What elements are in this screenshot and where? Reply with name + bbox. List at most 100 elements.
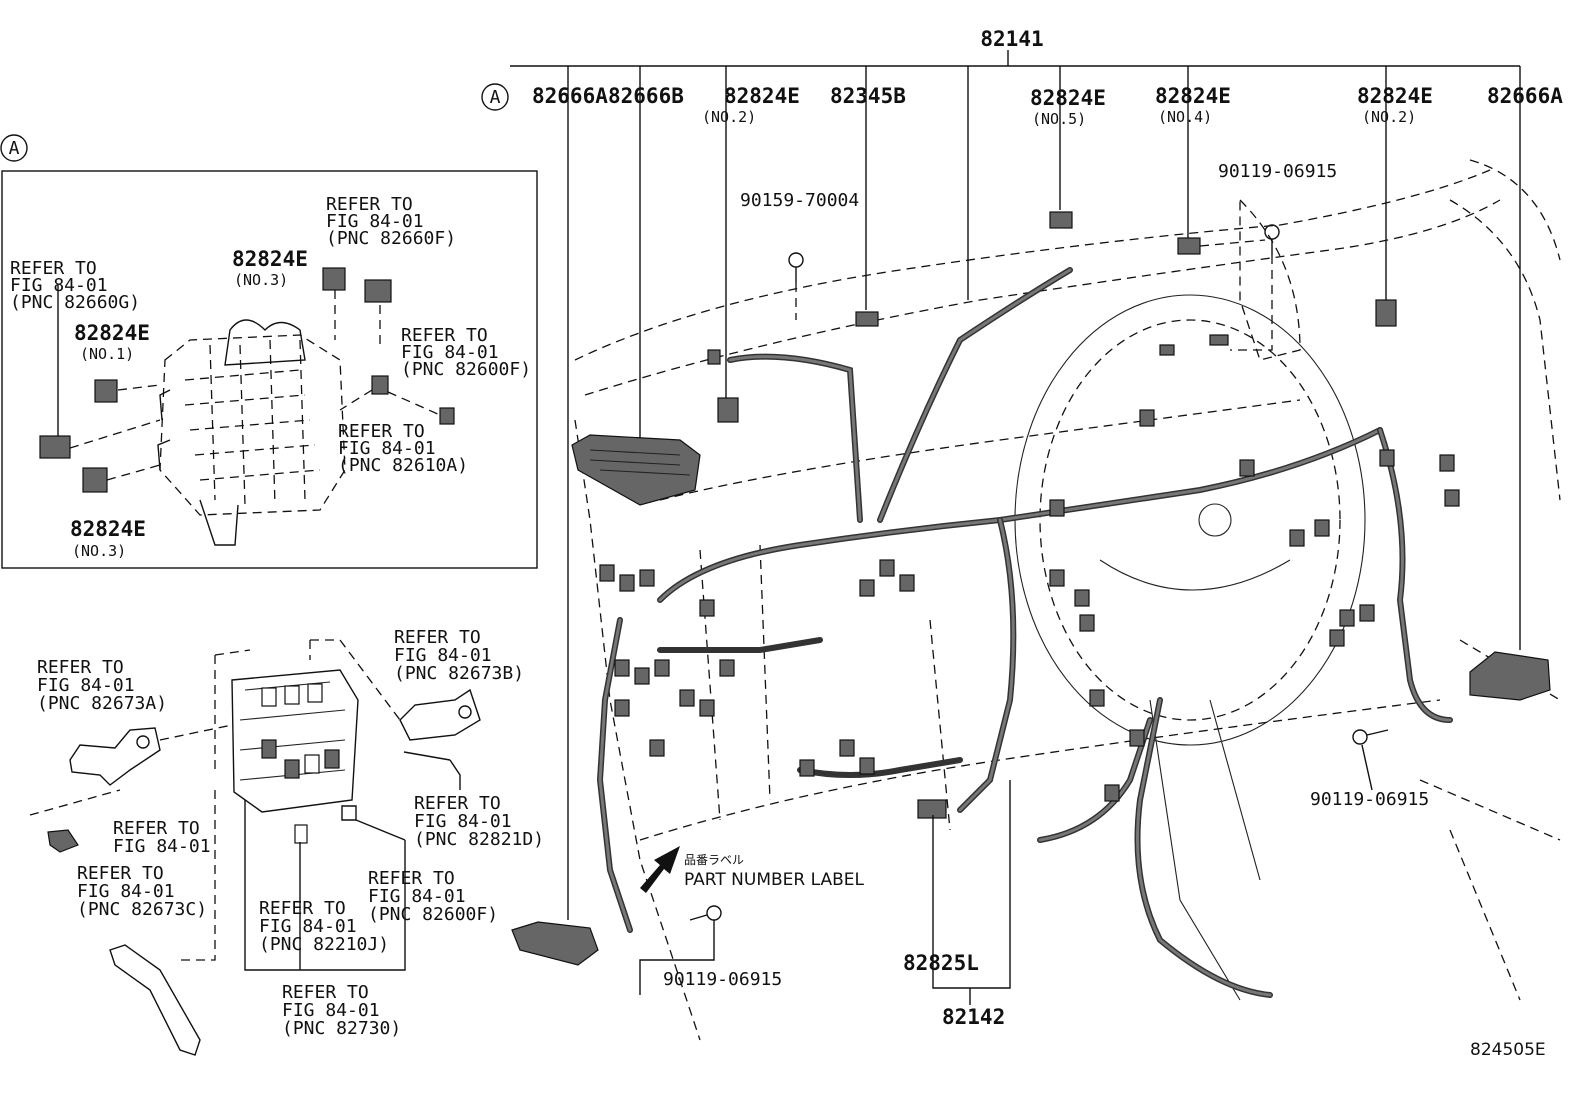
connector-82660f [364, 279, 392, 303]
svg-text:(PNC 82600F): (PNC 82600F) [401, 359, 531, 380]
svg-text:REFER TO: REFER TO [259, 898, 346, 919]
ref-82673a: REFER TO FIG 84-01 (PNC 82673A) [37, 657, 167, 714]
inset-ref-82660f: REFER TO FIG 84-01 (PNC 82660F) [326, 194, 456, 249]
relay-82824e-no3-bottom [82, 467, 108, 493]
inset-82824e-no3-bottom: 82824E [70, 517, 146, 541]
connector-small-left [47, 829, 79, 853]
relay-block-sketch [157, 319, 346, 546]
label-90119-right: 90119-06915 [1310, 789, 1429, 810]
inset-ref-82600f: REFER TO FIG 84-01 (PNC 82600F) [401, 325, 531, 380]
svg-text:REFER TO: REFER TO [368, 868, 455, 889]
svg-text:REFER TO: REFER TO [326, 194, 413, 215]
inset-leader-lines [69, 290, 441, 481]
main-circle-a-letter: A [490, 87, 501, 108]
inset-82824e-no1: 82824E [74, 321, 150, 345]
bracket-82673c [109, 944, 201, 1056]
label-jp: 品番ラベル [684, 853, 744, 867]
label-82824e-d-no: (NO.2) [1362, 108, 1416, 126]
connector-82610a [439, 407, 455, 425]
junction-leader-lines [29, 639, 401, 961]
relay-82824e-no4 [1177, 237, 1201, 255]
svg-text:(PNC 82821D): (PNC 82821D) [414, 829, 544, 850]
label-90119-top: 90119-06915 [1218, 161, 1337, 182]
inset-circle-letter: A [9, 138, 20, 159]
inset-ref-82610a: REFER TO FIG 84-01 (PNC 82610A) [338, 421, 468, 476]
part-number-label-arrow [640, 846, 680, 893]
svg-text:(PNC 82673C): (PNC 82673C) [77, 899, 207, 920]
inset-frame [1, 170, 538, 569]
svg-text:(PNC 82673B): (PNC 82673B) [394, 663, 524, 684]
inset-82824e-no3-top-no: (NO.3) [234, 271, 288, 289]
svg-text:REFER TO: REFER TO [401, 325, 488, 346]
relay-82824e-no3-top [322, 267, 346, 291]
label-82824e-a: 82824E [724, 84, 800, 108]
label-90159-70004: 90159-70004 [740, 190, 859, 211]
label-82666a-right: 82666A [1487, 84, 1563, 108]
label-82666b: 82666B [608, 84, 684, 108]
label-82142: 82142 [942, 1005, 1005, 1029]
dashboard-outline [574, 159, 1561, 1041]
junction-block [231, 669, 359, 813]
svg-text:FIG 84-01: FIG 84-01 [326, 211, 424, 232]
svg-text:(PNC 82600F): (PNC 82600F) [368, 904, 498, 925]
label-82141: 82141 [980, 27, 1043, 51]
svg-text:(PNC 82660G): (PNC 82660G) [10, 292, 140, 313]
lower-leader-lines [244, 759, 461, 971]
connector-cluster [599, 334, 1460, 802]
svg-text:FIG 84-01: FIG 84-01 [77, 881, 175, 902]
fuse-82210j [294, 824, 308, 844]
connector-82660g [39, 435, 71, 459]
ref-plain: REFER TO FIG 84-01 [113, 818, 211, 857]
svg-text:FIG 84-01: FIG 84-01 [282, 1000, 380, 1021]
bolt-90159-70004 [788, 252, 804, 320]
top-leader-bus [510, 50, 1520, 67]
bracket-82673b [399, 688, 481, 741]
ref-82600f-lower: REFER TO FIG 84-01 (PNC 82600F) [368, 868, 498, 925]
inset-82824e-no1-no: (NO.1) [80, 345, 134, 363]
connector-82825l [917, 799, 947, 819]
svg-text:FIG 84-01: FIG 84-01 [338, 438, 436, 459]
bolt-90119-06915-right [1352, 729, 1389, 791]
svg-text:FIG 84-01: FIG 84-01 [414, 811, 512, 832]
label-82824e-a-no: (NO.2) [702, 108, 756, 126]
label-82824e-b: 82824E [1030, 86, 1106, 110]
label-82666a-left: 82666A [532, 84, 608, 108]
junction-82666a-right [1469, 651, 1551, 701]
relay-82824e-no5 [1049, 211, 1073, 229]
svg-text:FIG 84-01: FIG 84-01 [368, 886, 466, 907]
fuse-82600f [341, 805, 357, 821]
svg-text:FIG 84-01: FIG 84-01 [10, 275, 108, 296]
inset-ref-82660g: REFER TO FIG 84-01 (PNC 82660G) [10, 258, 140, 313]
label-82345b: 82345B [830, 84, 906, 108]
label-82824e-c-no: (NO.4) [1158, 108, 1212, 126]
svg-text:FIG 84-01: FIG 84-01 [401, 342, 499, 363]
svg-text:(PNC 82673A): (PNC 82673A) [37, 693, 167, 714]
svg-text:FIG 84-01: FIG 84-01 [259, 916, 357, 937]
label-90119-bottom: 90119-06915 [663, 969, 782, 990]
steering-wheel [1014, 294, 1366, 1001]
junction-82666b [571, 434, 701, 506]
svg-text:(PNC 82610A): (PNC 82610A) [338, 455, 468, 476]
bracket-82673a [69, 727, 161, 786]
figure-code: 824505E [1470, 1040, 1546, 1060]
fuse-strip-82821d [403, 751, 451, 761]
svg-text:(PNC 82660F): (PNC 82660F) [326, 228, 456, 249]
connector-82600f [371, 375, 389, 395]
harness-routes [596, 267, 1453, 998]
svg-text:REFER TO: REFER TO [10, 258, 97, 279]
label-82824e-d: 82824E [1357, 84, 1433, 108]
bracket-82142 [932, 780, 1011, 989]
svg-text:REFER TO: REFER TO [37, 657, 124, 678]
svg-text:(PNC 82210J): (PNC 82210J) [259, 934, 389, 955]
ref-82673c: REFER TO FIG 84-01 (PNC 82673C) [77, 863, 207, 920]
svg-text:REFER TO: REFER TO [77, 863, 164, 884]
relay-82824e-no2-left [717, 397, 739, 423]
top-leader-drops [567, 66, 1521, 920]
svg-text:FIG 84-01: FIG 84-01 [37, 675, 135, 696]
ref-82821d: REFER TO FIG 84-01 (PNC 82821D) [414, 793, 544, 850]
junction-82666a-left [511, 921, 599, 966]
relay-82824e-no1 [94, 379, 118, 403]
svg-text:REFER TO: REFER TO [113, 818, 200, 839]
